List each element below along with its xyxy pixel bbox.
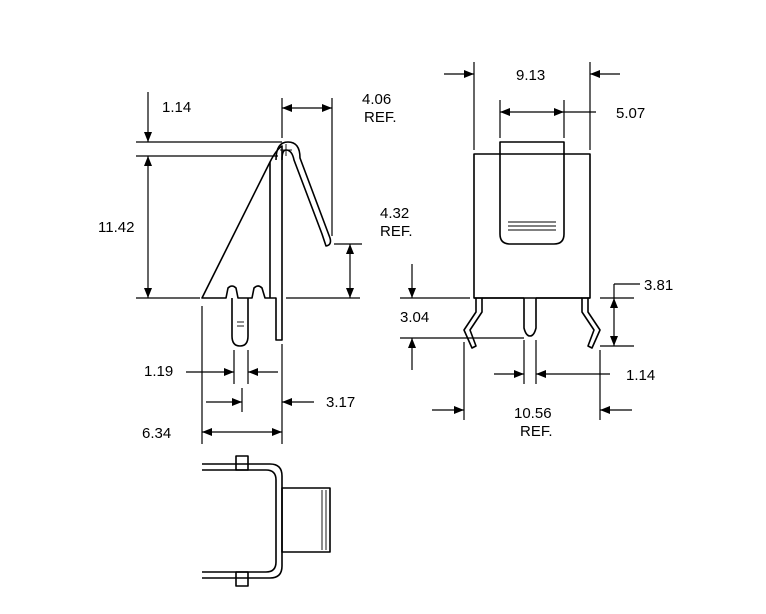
top-view-spring	[281, 487, 331, 553]
label-spring-ref: 4.06	[362, 91, 391, 108]
side-view	[201, 141, 332, 347]
label-spring-gap: 4.32	[380, 205, 409, 222]
side-view-spring-arm	[275, 141, 332, 247]
label-base-depth: 6.34	[142, 425, 171, 442]
label-outer-width: 9.13	[516, 67, 545, 84]
label-inner-width: 5.07	[616, 105, 645, 122]
front-view-clip	[499, 141, 565, 245]
label-leg-spacing: 1.14	[626, 367, 655, 384]
label-leg-drop: 3.81	[644, 277, 673, 294]
label-spring-ref-note: REF.	[364, 109, 397, 126]
front-view-center-pin	[523, 298, 537, 337]
label-spring-gap-note: REF.	[380, 223, 413, 240]
label-overall-width: 10.56	[514, 405, 552, 422]
label-slot-width: 1.19	[144, 363, 173, 380]
top-view-tab-bottom	[235, 571, 249, 587]
front-view-dimensions	[400, 62, 640, 420]
label-overall-width-note: REF.	[520, 423, 553, 440]
top-view-tab-top	[235, 455, 249, 471]
front-view-left-leg	[463, 297, 483, 349]
side-view-pin	[231, 298, 249, 347]
side-view-dimensions	[136, 92, 362, 444]
dimension-labels: 1.14 11.42 4.06 REF. 4.32 REF. 1.19 3.17…	[98, 67, 673, 442]
top-view-frame	[202, 463, 283, 579]
label-leg-height: 3.04	[400, 309, 429, 326]
front-view-body	[473, 153, 591, 299]
front-view	[463, 141, 601, 349]
label-top-offset: 1.14	[162, 99, 191, 116]
label-height: 11.42	[98, 219, 134, 236]
front-view-right-leg	[581, 297, 601, 349]
top-view	[202, 455, 331, 587]
label-leg-offset: 3.17	[326, 394, 355, 411]
